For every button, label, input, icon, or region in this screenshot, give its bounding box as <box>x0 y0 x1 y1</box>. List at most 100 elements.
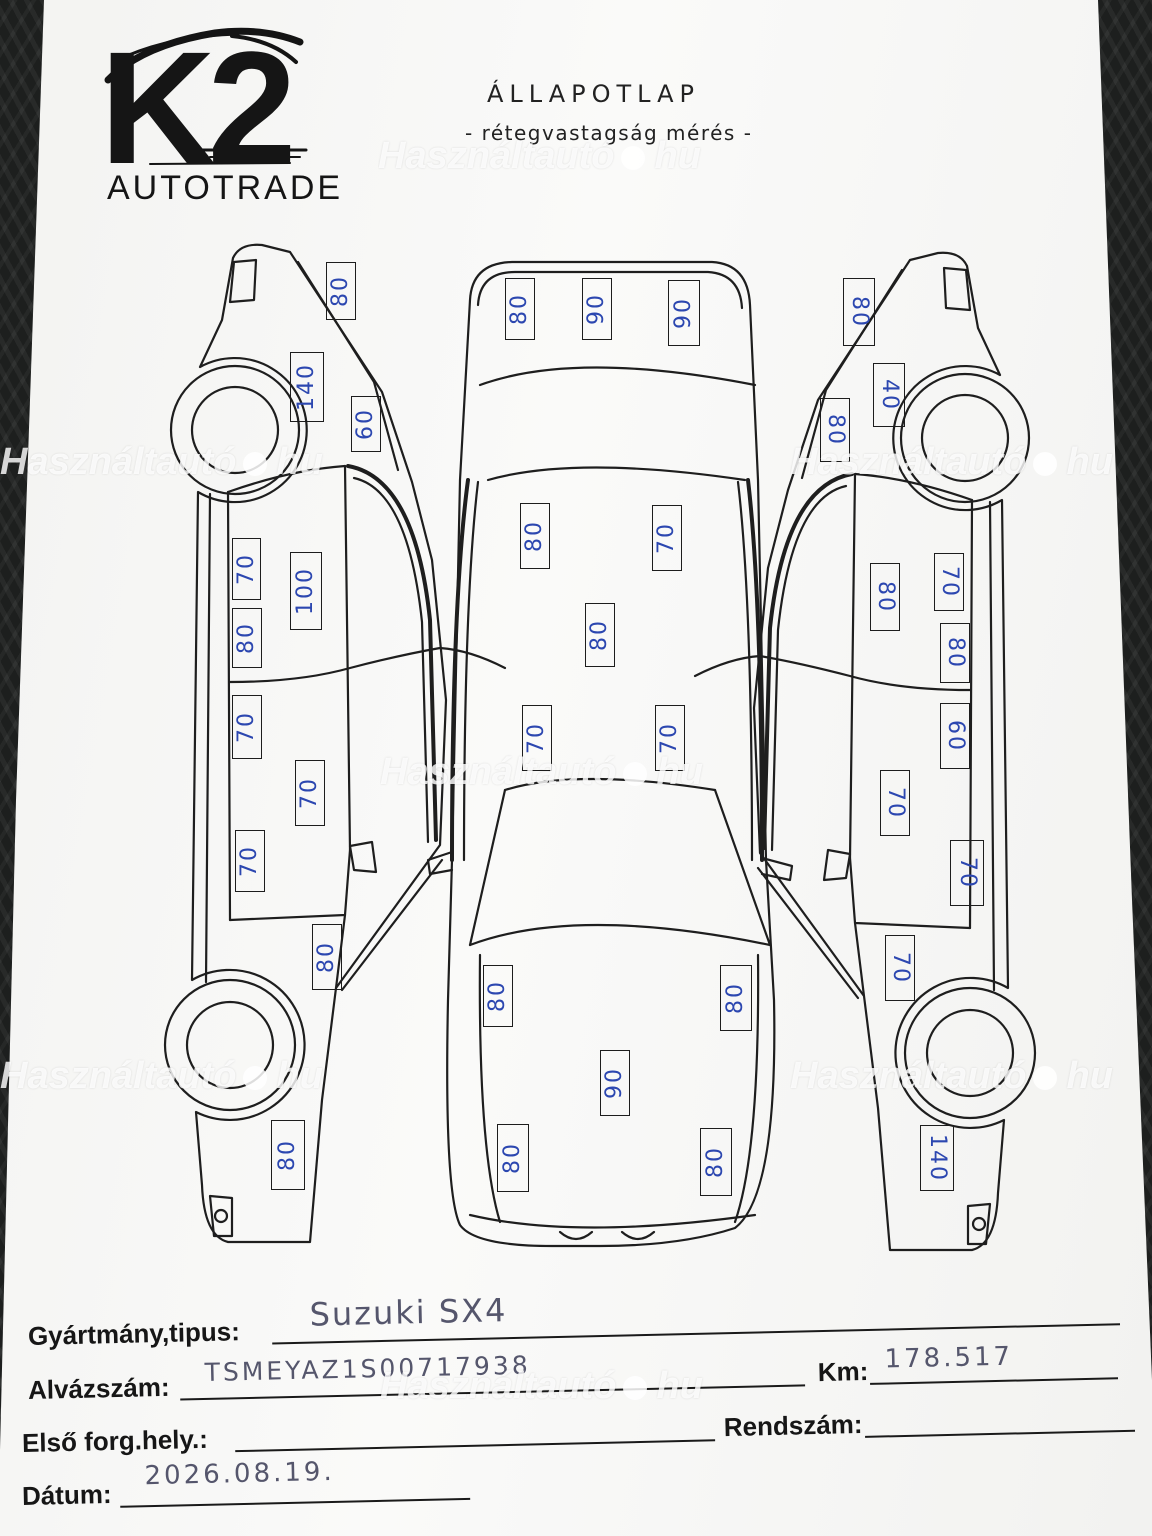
front-wheel-rim <box>185 1000 275 1090</box>
measurement-box-top-7: 70 <box>522 705 552 771</box>
watermark-text: Használtautó <box>0 441 237 483</box>
door-edge-line <box>226 490 232 922</box>
measurement-value: 80 <box>703 1146 728 1178</box>
left-door-glass-inner <box>462 480 480 862</box>
watermark-text: Használtautó <box>378 135 615 177</box>
watermark-suffix: hu <box>276 441 323 483</box>
front-bumper-line <box>468 1213 757 1229</box>
measurement-box-top-3: 90 <box>668 280 700 346</box>
measurement-box-top-10: 80 <box>720 965 752 1031</box>
rear-arch-top-line <box>226 464 347 494</box>
measurement-box-top-5: 70 <box>652 505 682 571</box>
watermark: Használtautó hu <box>790 1050 1152 1102</box>
measurement-value: 70 <box>888 952 913 984</box>
right-door-glass-line <box>746 478 764 862</box>
measurement-value: 80 <box>587 619 612 651</box>
windshield-bottom-line <box>468 923 772 947</box>
measurement-value: 80 <box>234 622 259 654</box>
measurement-box-right-9: 70 <box>950 840 984 906</box>
watermark-suffix: hu <box>656 1365 703 1407</box>
measurement-box-left-4: 70 <box>232 538 261 600</box>
measurement-box-left-11: 80 <box>271 1120 305 1190</box>
logo-swoosh <box>104 27 308 165</box>
rear-wheel-tire <box>169 364 301 496</box>
km-label: Km: <box>817 1355 869 1388</box>
measurement-value: 70 <box>883 787 908 819</box>
measurement-box-left-10: 80 <box>312 924 342 990</box>
measurement-box-top-13: 80 <box>700 1128 732 1196</box>
first-registration-label: Első forg.hely.: <box>21 1423 209 1458</box>
logo-k2: K2 <box>100 18 297 197</box>
watermark-dot-icon <box>623 1376 648 1400</box>
left-door-glass-line <box>450 478 470 862</box>
measurement-box-right-7: 60 <box>940 703 970 769</box>
measurement-box-left-3: 60 <box>351 396 381 452</box>
logo-autotrade: AUTOTRADE <box>107 169 344 207</box>
watermark-suffix: hu <box>1066 1055 1113 1097</box>
car-left-side-view <box>163 243 507 1244</box>
watermark: Használtautó hu <box>378 130 778 182</box>
measurement-box-top-2: 90 <box>582 278 612 340</box>
measurement-box-top-12: 80 <box>497 1124 529 1192</box>
side-mirror <box>348 840 378 874</box>
measurement-value: 90 <box>584 293 609 325</box>
measurement-value: 90 <box>671 297 696 329</box>
measurement-value: 70 <box>937 566 962 598</box>
km-underline <box>870 1377 1119 1385</box>
watermark-suffix: hu <box>654 135 701 177</box>
watermark: Használtautó hu <box>0 436 390 488</box>
make-value: Suzuki SX4 <box>309 1291 508 1334</box>
measurement-box-top-8: 70 <box>655 705 685 771</box>
measurement-value: 80 <box>328 275 353 307</box>
measurement-value: 40 <box>877 379 902 411</box>
measurement-box-left-9: 70 <box>235 830 265 892</box>
form-subtitle: - rétegvastagság mérés - <box>465 121 753 145</box>
measurement-value: 80 <box>873 581 898 613</box>
watermark-dot-icon <box>623 762 648 786</box>
measurement-value: 70 <box>233 553 259 585</box>
measurement-box-right-2: 40 <box>873 363 905 427</box>
measurement-value: 60 <box>943 720 968 752</box>
grille-left <box>558 1230 594 1241</box>
headlight-lamp <box>213 1208 229 1224</box>
windshield-right-line <box>713 788 772 947</box>
measurement-value: 70 <box>234 711 259 743</box>
measurement-value: 100 <box>293 567 318 615</box>
plate-underline <box>865 1429 1136 1438</box>
measurement-value: 80 <box>275 1139 300 1171</box>
window-frame-outer <box>346 464 438 842</box>
watermark-dot-icon <box>1033 452 1058 476</box>
measurement-value: 80 <box>314 941 339 973</box>
measurement-box-right-11: 140 <box>920 1125 954 1191</box>
measurement-box-right-10: 70 <box>885 935 915 1001</box>
measurement-box-right-1: 80 <box>843 278 875 346</box>
fender-line <box>334 913 347 990</box>
car-top-outline <box>446 260 776 1248</box>
measurement-value: 80 <box>485 980 510 1012</box>
measurement-value: 90 <box>602 1067 627 1099</box>
hood-left-line <box>478 953 502 1224</box>
measurement-value: 70 <box>654 522 679 554</box>
watermark-suffix: hu <box>1066 441 1113 483</box>
rear-window-bottom-line <box>486 466 747 482</box>
date-label: Dátum: <box>21 1478 112 1511</box>
windshield-inner-line <box>340 858 444 992</box>
watermark-text: Használtautó <box>790 441 1027 483</box>
hood-right-line <box>733 953 760 1224</box>
watermark-suffix: hu <box>656 751 703 793</box>
watermark-dot-icon <box>243 1066 268 1090</box>
measurement-value: 80 <box>943 637 968 669</box>
vin-label: Alvázszám: <box>27 1371 170 1405</box>
window-frame-inner <box>352 476 430 844</box>
measurement-box-right-3: 80 <box>820 398 850 462</box>
watermark-text: Használtautó <box>790 1055 1027 1097</box>
measurement-box-left-1: 80 <box>326 262 356 320</box>
date-value: 2026.08.19. <box>144 1456 336 1492</box>
watermark-dot-icon <box>1033 1066 1058 1090</box>
measurement-box-left-8: 70 <box>295 760 325 826</box>
measurement-value: 140 <box>294 363 319 411</box>
tail-light <box>228 258 258 304</box>
left-mirror <box>426 850 454 876</box>
measurement-box-left-5: 100 <box>290 552 322 630</box>
